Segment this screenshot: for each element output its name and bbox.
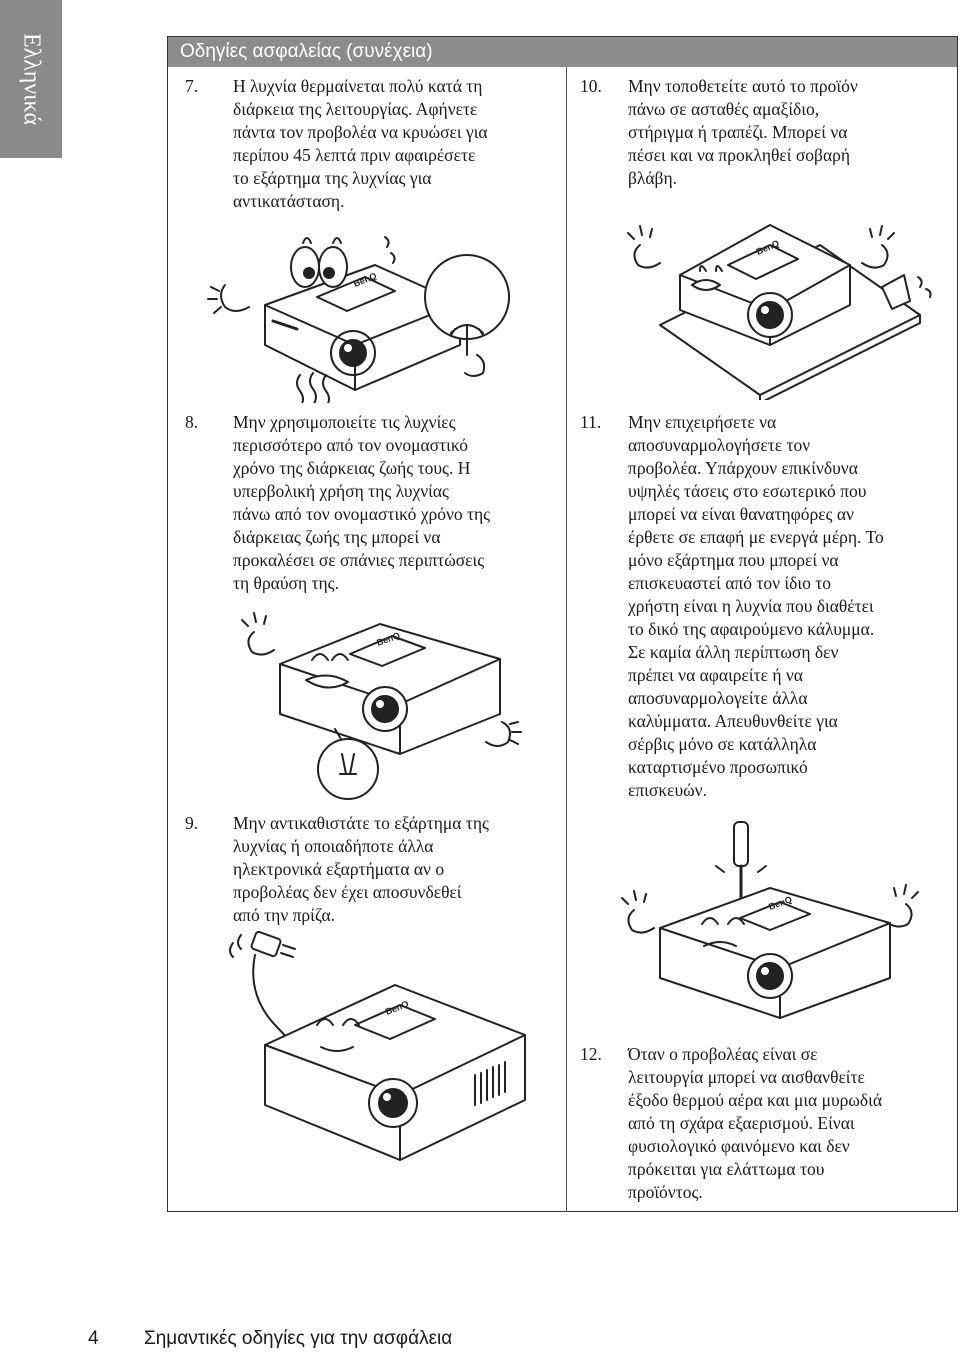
item-line: μόνο εξάρτημα που μπορεί να	[628, 550, 839, 570]
item-number: 10.	[580, 76, 602, 96]
item-line: προϊόντος.	[628, 1182, 703, 1202]
item-line: Μην αντικαθιστάτε το εξάρτημα της	[233, 813, 489, 833]
item-line: προβολέας δεν έχει αποσυνδεθεί	[233, 882, 462, 902]
item-line: Μην επιχειρήσετε να	[628, 412, 777, 432]
item-number: 7.	[185, 76, 199, 96]
projector-with-lamp-icon: BenQ	[241, 612, 522, 800]
item-number: 11.	[580, 412, 602, 432]
item-line: περίπου 45 λεπτά πριν αφαιρέσετε	[233, 145, 476, 165]
item-line: διάρκειας ζωής της μπορεί να	[233, 527, 441, 547]
instruction-item-7: 7. Η λυχνία θερμαίνεται πολύ κατά τη διά…	[185, 75, 555, 215]
item-line: ηλεκτρονικά εξαρτήματα αν ο	[233, 859, 445, 879]
item-line: έξοδο θερμού αέρα και μια μυρωδιά	[628, 1090, 883, 1110]
language-tab: Ελληνικά	[0, 0, 62, 158]
footer-title: Σημαντικές οδηγίες για την ασφάλεια	[144, 1328, 453, 1349]
instruction-item-9: 9. Μην αντικαθιστάτε το εξάρτημα της λυχ…	[185, 812, 555, 930]
column-divider	[566, 67, 567, 1212]
page-number: 4	[88, 1328, 99, 1349]
item-line: φυσιολογικό φαινόμενο και δεν	[628, 1136, 850, 1156]
item-line: Μην τοποθετείτε αυτό το προϊόν	[628, 76, 858, 96]
instruction-item-8: 8. Μην χρησιμοποιείτε τις λυχνίες περισσ…	[185, 411, 555, 597]
item-line: πρόκειται για ελάττωμα του	[628, 1159, 825, 1179]
item-line: έρθετε σε επαφή με ενεργά μέρη. Το	[628, 527, 884, 547]
item-line: στήριγμα ή τραπέζι. Μπορεί να	[628, 122, 848, 142]
item-line: καταρτισμένο προσωπικό	[628, 757, 808, 777]
item-line: υπερβολική χρήση της λυχνίας	[233, 481, 449, 501]
content-frame	[167, 36, 958, 1212]
item-line: διάρκεια της λειτουργίας. Αφήνετε	[233, 99, 478, 119]
item-text: Η λυχνία θερμαίνεται πολύ κατά τη διάρκε…	[233, 75, 488, 213]
item-line: τη θραύση της.	[233, 573, 339, 593]
item-line: επισκευαστεί από τον ίδιο το	[628, 573, 831, 593]
item-line: πέσει και να προκληθεί σοβαρή	[628, 145, 850, 165]
item-line: υψηλές τάσεις στο εσωτερικό που	[628, 481, 867, 501]
item-line: καλύμματα. Απευθυνθείτε για	[628, 711, 838, 731]
item-line: αποσυναρμολογείτε άλλα	[628, 688, 808, 708]
item-line: Η λυχνία θερμαίνεται πολύ κατά τη	[233, 76, 483, 96]
item-line: σέρβις μόνο σε κατάλληλα	[628, 734, 817, 754]
item-line: βλάβη.	[628, 168, 677, 188]
item-line: χρόνο της διάρκειας ζωής τους. Η	[233, 458, 471, 478]
item-line: αντικατάσταση.	[233, 191, 345, 211]
item-line: Όταν ο προβολέας είναι σε	[628, 1044, 818, 1064]
item-number: 8.	[185, 412, 199, 432]
language-tab-label: Ελληνικά	[18, 32, 45, 126]
item-text: Όταν ο προβολέας είναι σε λειτουργία μπο…	[628, 1043, 882, 1204]
item-text: Μην τοποθετείτε αυτό το προϊόν πάνω σε α…	[628, 75, 858, 190]
projector-with-fan-icon: BenQ	[207, 236, 510, 403]
instruction-item-11: 11. Μην επιχειρήσετε να αποσυναρμολογήσε…	[580, 411, 950, 806]
item-line: επισκευών.	[628, 780, 707, 800]
item-number: 9.	[185, 813, 199, 833]
item-text: Μην χρησιμοποιείτε τις λυχνίες περισσότε…	[233, 411, 490, 595]
section-header: Οδηγίες ασφαλείας (συνέχεια)	[168, 37, 957, 67]
item-text: Μην επιχειρήσετε να αποσυναρμολογήσετε τ…	[628, 411, 884, 802]
item-line: από την πρίζα.	[233, 905, 336, 925]
item-line: περισσότερο από τον ονομαστικό	[233, 435, 469, 455]
item-line: προβολέα. Υπάρχουν επικίνδυνα	[628, 458, 858, 478]
item-line: λειτουργία μπορεί να αισθανθείτε	[628, 1067, 865, 1087]
item-line: το εξάρτημα της λυχνίας για	[233, 168, 432, 188]
item-line: πρέπει να αφαιρείτε ή να	[628, 665, 803, 685]
item-number: 12.	[580, 1044, 602, 1064]
projector-with-screwdriver-icon: BenQ	[621, 821, 919, 1019]
item-line: Μην χρησιμοποιείτε τις λυχνίες	[233, 412, 456, 432]
projector-on-table-icon: BenQ	[627, 224, 932, 400]
instruction-item-12: 12. Όταν ο προβολέας είναι σε λειτουργία…	[580, 1043, 950, 1207]
item-line: αποσυναρμολογήσετε τον	[628, 435, 811, 455]
item-line: Σε καμία άλλη περίπτωση δεν	[628, 642, 839, 662]
item-line: πάνω σε ασταθές αμαξίδιο,	[628, 99, 820, 119]
item-line: χρήστη είναι η λυχνία που διαθέτει	[628, 596, 874, 616]
item-line: πάντα τον προβολέα να κρυώσει για	[233, 122, 488, 142]
item-line: μπορεί να είναι θανατηφόρες αν	[628, 504, 854, 524]
item-line: προκαλέσει σε σπάνιες περιπτώσεις	[233, 550, 485, 570]
item-text: Μην αντικαθιστάτε το εξάρτημα της λυχνία…	[233, 812, 489, 927]
item-line: από τη σχάρα εξαερισμού. Είναι	[628, 1113, 855, 1133]
projector-with-plug-icon: BenQ	[229, 930, 526, 1161]
item-line: πάνω από τον ονομαστικό χρόνο της	[233, 504, 491, 524]
page-footer: 4 Σημαντικές οδηγίες για την ασφάλεια	[88, 1328, 452, 1350]
instruction-item-10: 10. Μην τοποθετείτε αυτό το προϊόν πάνω …	[580, 75, 950, 193]
item-line: λυχνίας ή οποιαδήποτε άλλα	[233, 836, 434, 856]
brand-logo: BenQ	[352, 271, 378, 289]
item-line: το δικό της αφαιρούμενο κάλυμμα.	[628, 619, 875, 639]
